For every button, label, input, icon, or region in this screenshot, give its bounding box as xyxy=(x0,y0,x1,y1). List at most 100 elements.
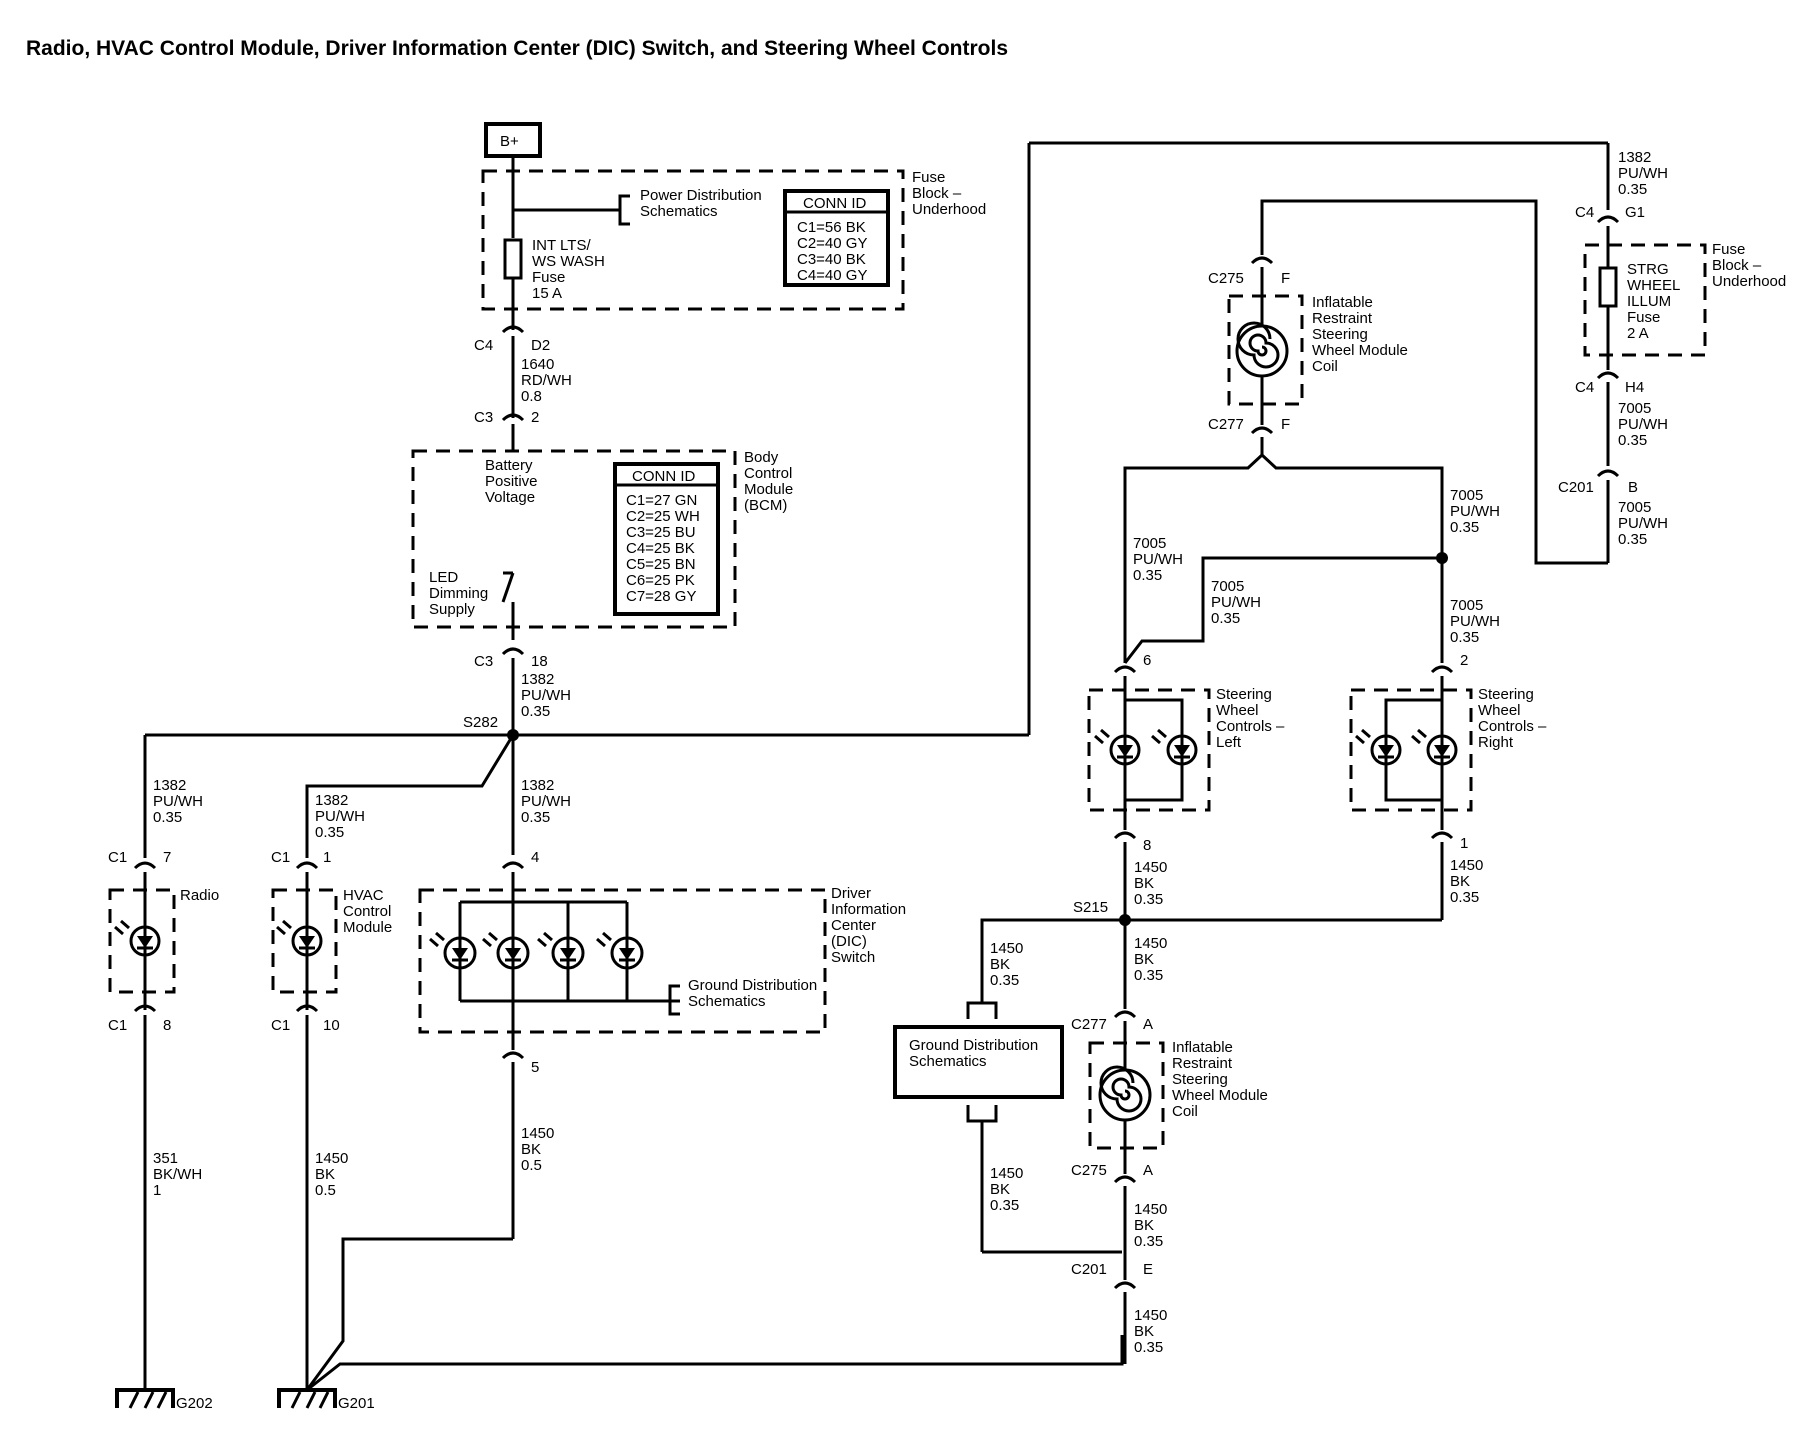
coil-bottom-label: Steering xyxy=(1172,1071,1228,1088)
connector-pin-g1: G1 xyxy=(1625,204,1645,221)
connector-pin-b: B xyxy=(1628,479,1638,496)
clockspring-coil-icon xyxy=(1098,1065,1152,1122)
wire-1450-size: 0.35 xyxy=(1134,967,1163,984)
conn-title: CONN ID xyxy=(632,468,696,485)
connector-c1: C1 xyxy=(108,849,127,866)
bcm-label: Module xyxy=(744,481,793,498)
battery-label: B+ xyxy=(500,133,519,150)
dic-ground-ref-line: Schematics xyxy=(688,993,766,1010)
connector-pin-7: 7 xyxy=(163,849,171,866)
swc-right-label: Wheel xyxy=(1478,702,1521,719)
radio-label: Radio xyxy=(180,887,219,904)
dic-label: Switch xyxy=(831,949,875,966)
battery-positive: B+ xyxy=(484,122,542,158)
connector-c201: C201 xyxy=(1558,479,1594,496)
power-ref-line-0: Power Distribution xyxy=(640,187,762,204)
connector-pin-f: F xyxy=(1281,416,1290,433)
swc-right-label: Controls – xyxy=(1478,718,1547,735)
connector-pin-1: 1 xyxy=(1460,835,1468,852)
fuse-line-2: Fuse xyxy=(532,269,565,286)
bcm-label: (BCM) xyxy=(744,497,787,514)
connector-c1: C1 xyxy=(271,1017,290,1034)
hvac-label: Control xyxy=(343,903,391,920)
wire-1382-color: PU/WH xyxy=(315,808,365,825)
wire-1450-color: BK xyxy=(315,1166,335,1183)
conn-row: C3=40 BK xyxy=(797,251,866,268)
hvac-led-icon xyxy=(276,919,323,957)
fuse-right-line: ILLUM xyxy=(1627,293,1671,310)
wire-1382: 1382 xyxy=(315,792,348,809)
wire-1450-size: 0.35 xyxy=(1134,1233,1163,1250)
connector-pin-2: 2 xyxy=(531,409,539,426)
fuse-right-line: STRG xyxy=(1627,261,1669,278)
strg-wheel-illum-fuse xyxy=(1598,266,1618,308)
fuse-right-line: Fuse xyxy=(1627,309,1660,326)
coil-top-label: Wheel Module xyxy=(1312,342,1408,359)
fuse-block-right-label: Block – xyxy=(1712,257,1762,274)
fuse-block-underhood-right xyxy=(1583,243,1707,357)
connector-c275: C275 xyxy=(1208,270,1244,287)
wire-1450-color: BK xyxy=(1134,875,1154,892)
power-distribution-ref: Power Distribution Schematics xyxy=(618,187,762,226)
wire-1450-size: 0.35 xyxy=(990,972,1019,989)
conn-row: C7=28 GY xyxy=(626,588,696,605)
connector-pin-h4: H4 xyxy=(1625,379,1644,396)
dic-led-icon xyxy=(537,931,585,970)
wire-7005-color: PU/WH xyxy=(1133,551,1183,568)
wire-1450-size: 0.35 xyxy=(1134,891,1163,908)
wire-1450: 1450 xyxy=(1134,935,1167,952)
wire-7005-size: 0.35 xyxy=(1450,519,1479,536)
fuse-block-label: Underhood xyxy=(912,201,986,218)
conn-row: C5=25 BN xyxy=(626,556,696,573)
wire-7005-color: PU/WH xyxy=(1211,594,1261,611)
fuse-right-line: WHEEL xyxy=(1627,277,1680,294)
conn-id-table-fuse-block: CONN ID C1=56 BK C2=40 GY C3=40 BK C4=40… xyxy=(783,189,890,287)
wire-1450: 1450 xyxy=(1134,1307,1167,1324)
wire-351-color: BK/WH xyxy=(153,1166,202,1183)
wire-1450-color: BK xyxy=(990,1181,1010,1198)
coil-top-label: Inflatable xyxy=(1312,294,1373,311)
swc-left-label: Left xyxy=(1216,734,1242,751)
conn-row: C6=25 PK xyxy=(626,572,695,589)
wire-1382-size: 0.35 xyxy=(315,824,344,841)
bcm-label: Body xyxy=(744,449,779,466)
coil-top-label: Coil xyxy=(1312,358,1338,375)
swc-right-label: Right xyxy=(1478,734,1514,751)
ground-label-g201: G201 xyxy=(338,1395,375,1412)
wire-7005: 7005 xyxy=(1618,400,1651,417)
hvac-label: HVAC xyxy=(343,887,384,904)
coil-bottom-label: Restraint xyxy=(1172,1055,1233,1072)
ground-distribution-ref: Ground Distribution Schematics xyxy=(893,1001,1064,1123)
wire-7005: 7005 xyxy=(1618,499,1651,516)
wire-7005-size: 0.35 xyxy=(1618,432,1647,449)
power-ref-line-1: Schematics xyxy=(640,203,718,220)
bcm-input-label: Positive xyxy=(485,473,538,490)
wire-1382-color: PU/WH xyxy=(521,687,571,704)
wire-1382: 1382 xyxy=(521,777,554,794)
connector-pin-e: E xyxy=(1143,1261,1153,1278)
splice-label-s215: S215 xyxy=(1073,899,1108,916)
connector-pin-8: 8 xyxy=(1143,837,1151,854)
wire-1450-color: BK xyxy=(521,1141,541,1158)
dic-label: Driver xyxy=(831,885,871,902)
connector-c277: C277 xyxy=(1208,416,1244,433)
wire-7005-color: PU/WH xyxy=(1450,613,1500,630)
wire-1382: 1382 xyxy=(1618,149,1651,166)
connector-pin-f: F xyxy=(1281,270,1290,287)
coil-top-label: Restraint xyxy=(1312,310,1373,327)
fuse-block-label: Block – xyxy=(912,185,962,202)
bcm-label: Control xyxy=(744,465,792,482)
wire-1450-size: 0.5 xyxy=(315,1182,336,1199)
fuse-line-1: WS WASH xyxy=(532,253,605,270)
wire-1450: 1450 xyxy=(521,1125,554,1142)
splice-label-s282: S282 xyxy=(463,714,498,731)
conn-row: C4=25 BK xyxy=(626,540,695,557)
connector-pin-d2: D2 xyxy=(531,337,550,354)
connector-pin-10: 10 xyxy=(323,1017,340,1034)
coil-bottom-label: Inflatable xyxy=(1172,1039,1233,1056)
wire-1450-color: BK xyxy=(1134,1323,1154,1340)
swc-right-led-icon xyxy=(1411,728,1458,766)
connector-pin-6: 6 xyxy=(1143,652,1151,669)
wire-1450: 1450 xyxy=(1450,857,1483,874)
